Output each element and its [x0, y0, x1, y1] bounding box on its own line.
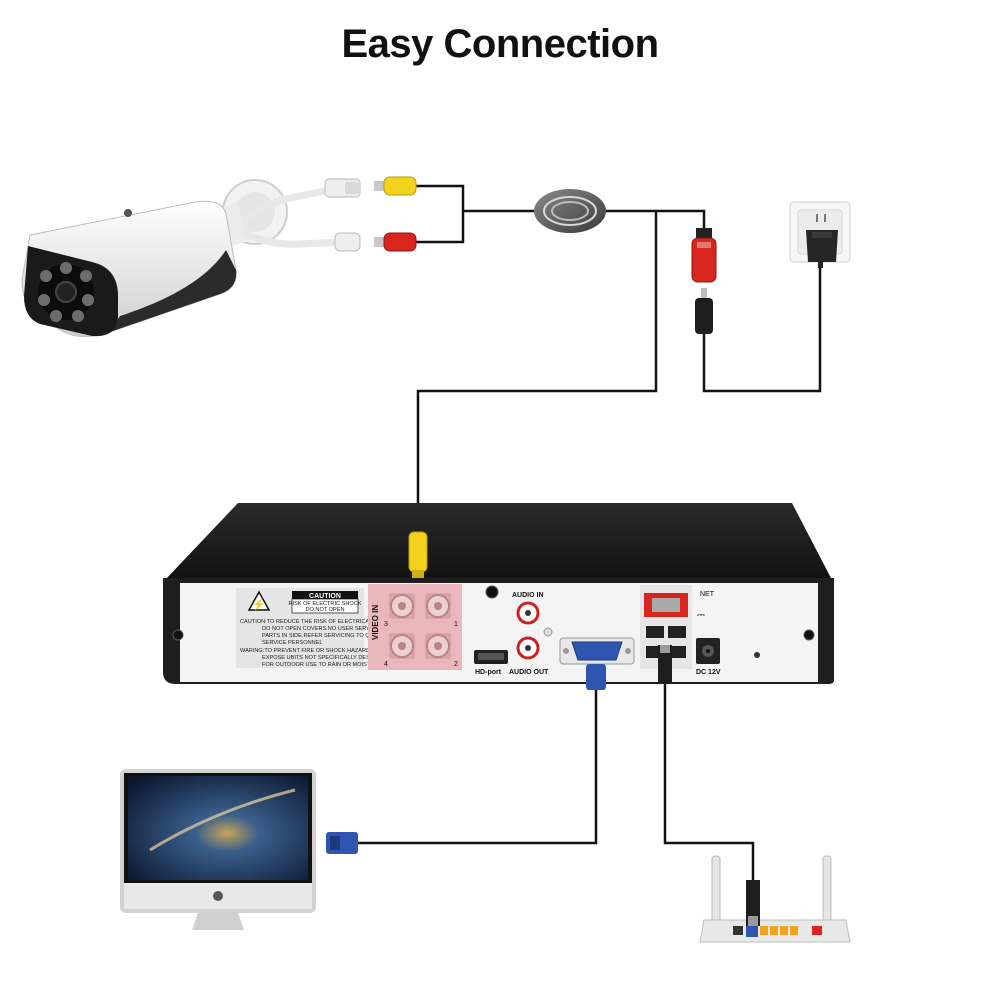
lan-plug	[746, 880, 760, 926]
dc-female-connector	[334, 232, 361, 252]
vga-port[interactable]	[559, 637, 635, 665]
screw-icon	[172, 585, 815, 658]
caution-line: PARTS IN SIDE.REFER SERVICING TO QUALIFI…	[262, 633, 395, 639]
channel-number: 2	[454, 661, 458, 668]
caution-line: EXPOSE UBITS NOT SPECIFICALLY DESIGNED	[262, 655, 388, 661]
usb-port[interactable]	[668, 646, 686, 658]
audio-in-label: AUDIO IN	[512, 592, 544, 599]
wire-vga-monitor	[357, 690, 598, 845]
dc-red-plug	[374, 232, 417, 252]
wire-video-to-dvr	[416, 211, 658, 532]
vga-plug	[586, 664, 606, 690]
wire-lan-router	[663, 680, 755, 882]
channel-number: 3	[384, 621, 388, 628]
video-in-panel: VIDEO IN 3 1 4	[368, 584, 462, 670]
wifi-router-icon	[699, 855, 851, 943]
audio-in-port[interactable]	[516, 601, 540, 625]
caution-heading: CAUTION	[309, 593, 341, 600]
hdmi-port[interactable]	[474, 650, 508, 664]
wiring	[357, 184, 822, 882]
caution-label: ⚡ CAUTION RISK OF ELECTRIC SHOCK DO NOT …	[236, 588, 396, 668]
channel-number: 4	[384, 661, 388, 668]
caution-box-line2: DO NOT OPEN	[305, 607, 344, 613]
bullet-camera-icon	[21, 179, 288, 337]
dc-black-male-plug	[695, 288, 713, 334]
caution-line: SERVICE PERSONNEL	[262, 640, 323, 646]
network-icon: ⎓	[697, 610, 705, 621]
caution-box-line1: RISK OF ELECTRIC SHOCK	[288, 601, 361, 607]
dc-power-jack[interactable]	[696, 638, 720, 664]
channel-number: 1	[454, 621, 458, 628]
audio-out-label: AUDIO OUT	[509, 669, 549, 676]
caution-line: DO NOT OPEN COVERS.NO USER SERVICEABLE	[262, 626, 394, 632]
dvr-recorder: ⚡ CAUTION RISK OF ELECTRIC SHOCK DO NOT …	[163, 503, 834, 690]
usb-port[interactable]	[668, 626, 686, 638]
bnc-port[interactable]	[425, 633, 451, 659]
audio-out-port[interactable]	[516, 636, 540, 660]
bnc-port[interactable]	[389, 593, 415, 619]
caution-line: FOR OUTDOOR USE TO RAIN OR MOISTURE	[262, 662, 382, 668]
wire-power-red	[415, 211, 465, 244]
net-label: NET	[700, 591, 715, 598]
bnc-port[interactable]	[389, 633, 415, 659]
power-adapter-icon	[789, 201, 851, 268]
hd-port-label: HD-port	[475, 669, 502, 676]
ir-led-ring	[38, 262, 94, 322]
router-wan-port[interactable]	[746, 924, 758, 937]
camera-pigtail	[239, 178, 361, 252]
caution-line: CAUTION:TO REDUCE THE RISK OF ELECTRICAL…	[240, 619, 395, 625]
apple-logo-icon	[213, 891, 223, 901]
wire-power-adapter	[702, 266, 822, 393]
lan-plug	[658, 645, 672, 683]
dc-red-female-plug	[691, 228, 717, 283]
cable-coil-icon	[534, 189, 606, 233]
usb-port[interactable]	[646, 626, 664, 638]
rca-yellow-plug	[374, 176, 417, 196]
vga-plug	[326, 832, 358, 854]
warning-triangle-icon	[247, 590, 271, 611]
rca-yellow-plug	[408, 531, 428, 578]
bnc-port[interactable]	[425, 593, 451, 619]
wire-coil-right	[606, 209, 706, 228]
monitor-icon	[120, 769, 316, 930]
svg-text:⚡: ⚡	[252, 598, 266, 611]
video-in-label: VIDEO IN	[371, 605, 380, 640]
caution-line: WARING:TO PREVENT FIRE OR SHOCK HAZARD, …	[240, 648, 396, 654]
page-title: Easy Connection	[341, 22, 659, 66]
wire-video-yellow	[415, 184, 465, 211]
dc-12v-label: DC 12V	[696, 669, 721, 676]
